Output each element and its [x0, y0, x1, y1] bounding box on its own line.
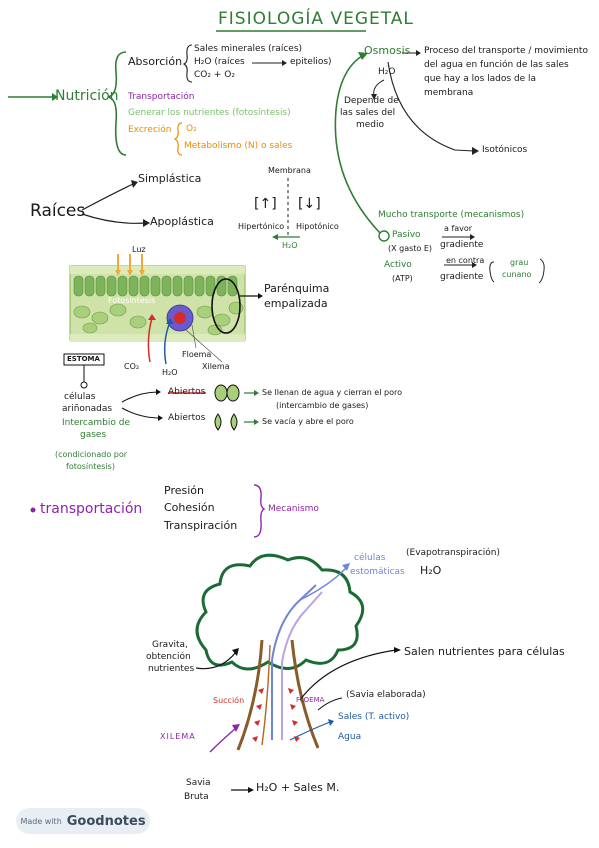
goodnotes-brand: Goodnotes — [66, 813, 146, 829]
goodnotes-badge[interactable]: Made with Goodnotes — [16, 808, 150, 834]
stoma-open-icon — [214, 413, 238, 431]
metabolismo-item: Metabolismo (N) o sales — [184, 141, 293, 151]
absorcion-label: Absorción — [128, 55, 183, 68]
abiertos-red: Abiertos — [168, 387, 206, 397]
grau-label: grau — [510, 258, 529, 267]
isotonicos: Isotónicos — [482, 145, 528, 155]
tree-floema: FLOEMA — [296, 696, 325, 704]
transportacion-heading: transportación — [40, 501, 143, 517]
condicionado-2: fotosíntesis) — [66, 462, 115, 471]
contra-small: en contra — [446, 256, 485, 265]
estoma-desc-1: Se llenan de agua y cierran el poro — [262, 388, 402, 397]
evapotranspiracion: (Evapotranspiración) — [406, 548, 500, 558]
apoplastica: Apoplástica — [150, 215, 214, 228]
condicionado-1: (condicionado por — [55, 450, 128, 459]
nutricion-label: Nutrición — [55, 88, 119, 104]
excrecion-item: Excreción — [128, 125, 172, 135]
savia-elaborada: (Savia elaborada) — [346, 690, 426, 700]
made-with-label: Made with — [20, 816, 62, 826]
proceso-1: Proceso del transporte / movimiento — [424, 46, 588, 56]
leaf-h2o: H₂O — [162, 368, 178, 377]
celulas-1: células — [64, 392, 96, 402]
intercambio-1: Intercambio de — [62, 418, 130, 428]
hipotonico: Hipotónico — [296, 222, 339, 231]
generar-item: Generar los nutrientes (fotosíntesis) — [128, 108, 291, 118]
savia-bruta-1: Savia — [186, 778, 211, 788]
hipertonico: Hipertónico — [238, 222, 285, 231]
abiertos: Abiertos — [168, 413, 206, 423]
leaf-cross-section — [69, 254, 246, 365]
transportacion-item: Transportación — [128, 92, 195, 102]
transporte-label: Mucho transporte (mecanismos) — [378, 210, 525, 220]
savia-bruta-2: Bruta — [184, 792, 209, 802]
gravita-2: obtención — [146, 652, 191, 662]
fotosintesis-label: Fotosíntesis — [108, 296, 156, 305]
abs-item-3: epitelios) — [290, 57, 332, 67]
gravita-1: Gravita, — [152, 640, 188, 650]
mecanismo-label: Mecanismo — [268, 504, 319, 514]
agua-label: Agua — [338, 732, 362, 742]
abs-item-2: H₂O (raíces — [194, 57, 245, 67]
transpiracion-item: Transpiración — [164, 519, 238, 532]
estoma-desc-2: Se vacía y abre el poro — [262, 417, 354, 426]
osmosis-label: Osmosis — [364, 44, 411, 57]
intercambio-2: gases — [80, 430, 107, 440]
cohesion-item: Cohesión — [164, 501, 215, 514]
osmosis-h2o: H₂O — [378, 67, 396, 77]
estoma-label: ESTOMA — [67, 355, 100, 363]
succion-label: Succión — [213, 696, 245, 705]
floema-label: Floema — [182, 350, 212, 359]
depende-2: las sales del — [340, 108, 396, 118]
membrana-label: Membrana — [268, 166, 311, 175]
gravita-3: nutrientes — [148, 664, 195, 674]
parenquima-2: empalizada — [264, 297, 328, 310]
activo-sub: (ATP) — [392, 274, 413, 283]
activo-label: Activo — [384, 260, 412, 270]
nutricion-brace — [107, 51, 127, 156]
membrana-h2o: H₂O — [282, 241, 298, 250]
depende-3: medio — [356, 120, 385, 130]
leaf-co2: CO₂ — [124, 362, 140, 371]
tree-xilema: XILEMA — [160, 732, 196, 741]
tree-h2o: H₂O — [420, 564, 442, 577]
xilema-label: Xilema — [202, 362, 230, 371]
tree-illustration — [195, 553, 365, 751]
sales-activo: Sales (T. activo) — [338, 712, 410, 722]
raices-label: Raíces — [30, 201, 86, 221]
stoma-closed-icon — [214, 384, 240, 402]
tree-celulas-2: estomáticas — [350, 567, 405, 577]
simplastica: Simplástica — [138, 172, 202, 185]
tree-celulas-1: células — [354, 553, 386, 563]
estoma-desc-1b: (intercambio de gases) — [276, 401, 369, 410]
green-curve — [334, 55, 381, 234]
proceso-4: membrana — [424, 88, 474, 98]
cunano-label: cunano — [502, 270, 532, 279]
depende-1: Depende de — [344, 96, 399, 106]
membrana-right-symbol: [↓] — [298, 196, 321, 212]
pasivo-sub: (X gasto E) — [388, 244, 433, 253]
gradiente-1: gradiente — [440, 240, 484, 250]
luz-label: Luz — [132, 245, 146, 254]
result-formula: H₂O + Sales M. — [256, 781, 340, 794]
page-title: FISIOLOGÍA VEGETAL — [218, 9, 414, 29]
parenquima-1: Parénquima — [264, 282, 330, 295]
proceso-2: del agua en función de las sales — [424, 60, 569, 70]
presion-item: Presión — [164, 484, 204, 497]
celulas-2: ariñonadas — [62, 404, 113, 414]
salen-nutrientes: Salen nutrientes para células — [404, 645, 565, 658]
favor-small: a favor — [444, 224, 473, 233]
membrana-left-symbol: [↑] — [254, 196, 277, 212]
gradiente-2: gradiente — [440, 272, 484, 282]
abs-item-1: Sales minerales (raíces) — [194, 44, 303, 54]
abs-item-4: CO₂ + O₂ — [194, 70, 235, 80]
pasivo-label: Pasivo — [392, 230, 421, 240]
o2-item: O₂ — [186, 124, 197, 134]
proceso-3: que hay a los lados de la — [424, 74, 537, 84]
